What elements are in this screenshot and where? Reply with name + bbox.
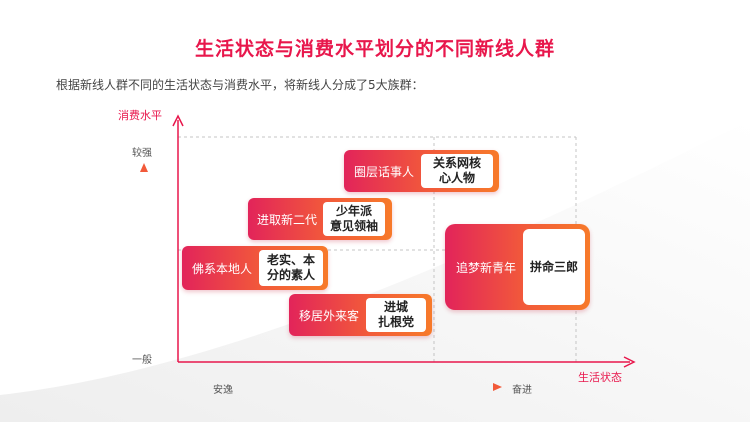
x-axis-arrowhead: [623, 356, 636, 368]
segment-tag-line: 少年派: [335, 204, 372, 218]
segment-tag-line: 老实、本: [266, 253, 315, 267]
lifestyle-direction-arrowhead: [493, 383, 502, 391]
segment-tag-line: 意见领袖: [329, 219, 378, 233]
segment-tag-line: 心人物: [438, 171, 475, 185]
page-title: 生活状态与消费水平划分的不同新线人群: [194, 38, 555, 60]
x-axis-high-label: 奋进: [512, 385, 532, 396]
segment-tag: 进城 扎根党: [366, 298, 426, 332]
segment-name: 进取新二代: [257, 212, 318, 227]
segment-tag-line: 进城: [383, 300, 408, 314]
segment-name: 追梦新青年: [455, 260, 516, 275]
segment-tag: 拼命三郎: [523, 229, 585, 305]
x-axis-label: 生活状态: [578, 371, 622, 384]
segment-migrant-newcomer: 移居外来客 进城 扎根党: [289, 294, 432, 336]
intro-text: 根据新线人群不同的生活状态与消费水平，将新线人分成了5大族群：: [56, 78, 424, 92]
segment-tag: 老实、本 分的素人: [259, 250, 323, 286]
segment-enterprising-second-gen: 进取新二代 少年派 意见领袖: [248, 198, 392, 240]
segment-name: 移居外来客: [298, 308, 359, 323]
y-axis-label: 消费水平: [118, 109, 162, 122]
y-axis-high-label: 较强: [132, 148, 152, 159]
segment-tag-line: 关系网核: [432, 156, 481, 170]
y-axis-arrowhead: [172, 114, 184, 127]
segment-circle-influencer: 圈层话事人 关系网核 心人物: [344, 150, 499, 192]
segment-tag-line: 扎根党: [377, 315, 414, 329]
segment-name: 圈层话事人: [353, 164, 414, 179]
segment-tag-line: 拼命三郎: [529, 259, 578, 274]
consumption-direction-arrowhead: [140, 163, 148, 172]
segment-tag-line: 分的素人: [266, 268, 315, 282]
segment-tag: 少年派 意见领袖: [323, 202, 385, 236]
segment-tag: 关系网核 心人物: [421, 154, 493, 188]
x-axis-low-label: 安逸: [213, 385, 233, 396]
y-axis-low-label: 一般: [132, 355, 152, 366]
segment-name: 佛系本地人: [191, 261, 252, 276]
segment-buddhist-local: 佛系本地人 老实、本 分的素人: [182, 246, 328, 290]
segment-dream-chasing-youth: 追梦新青年 拼命三郎: [445, 224, 590, 310]
